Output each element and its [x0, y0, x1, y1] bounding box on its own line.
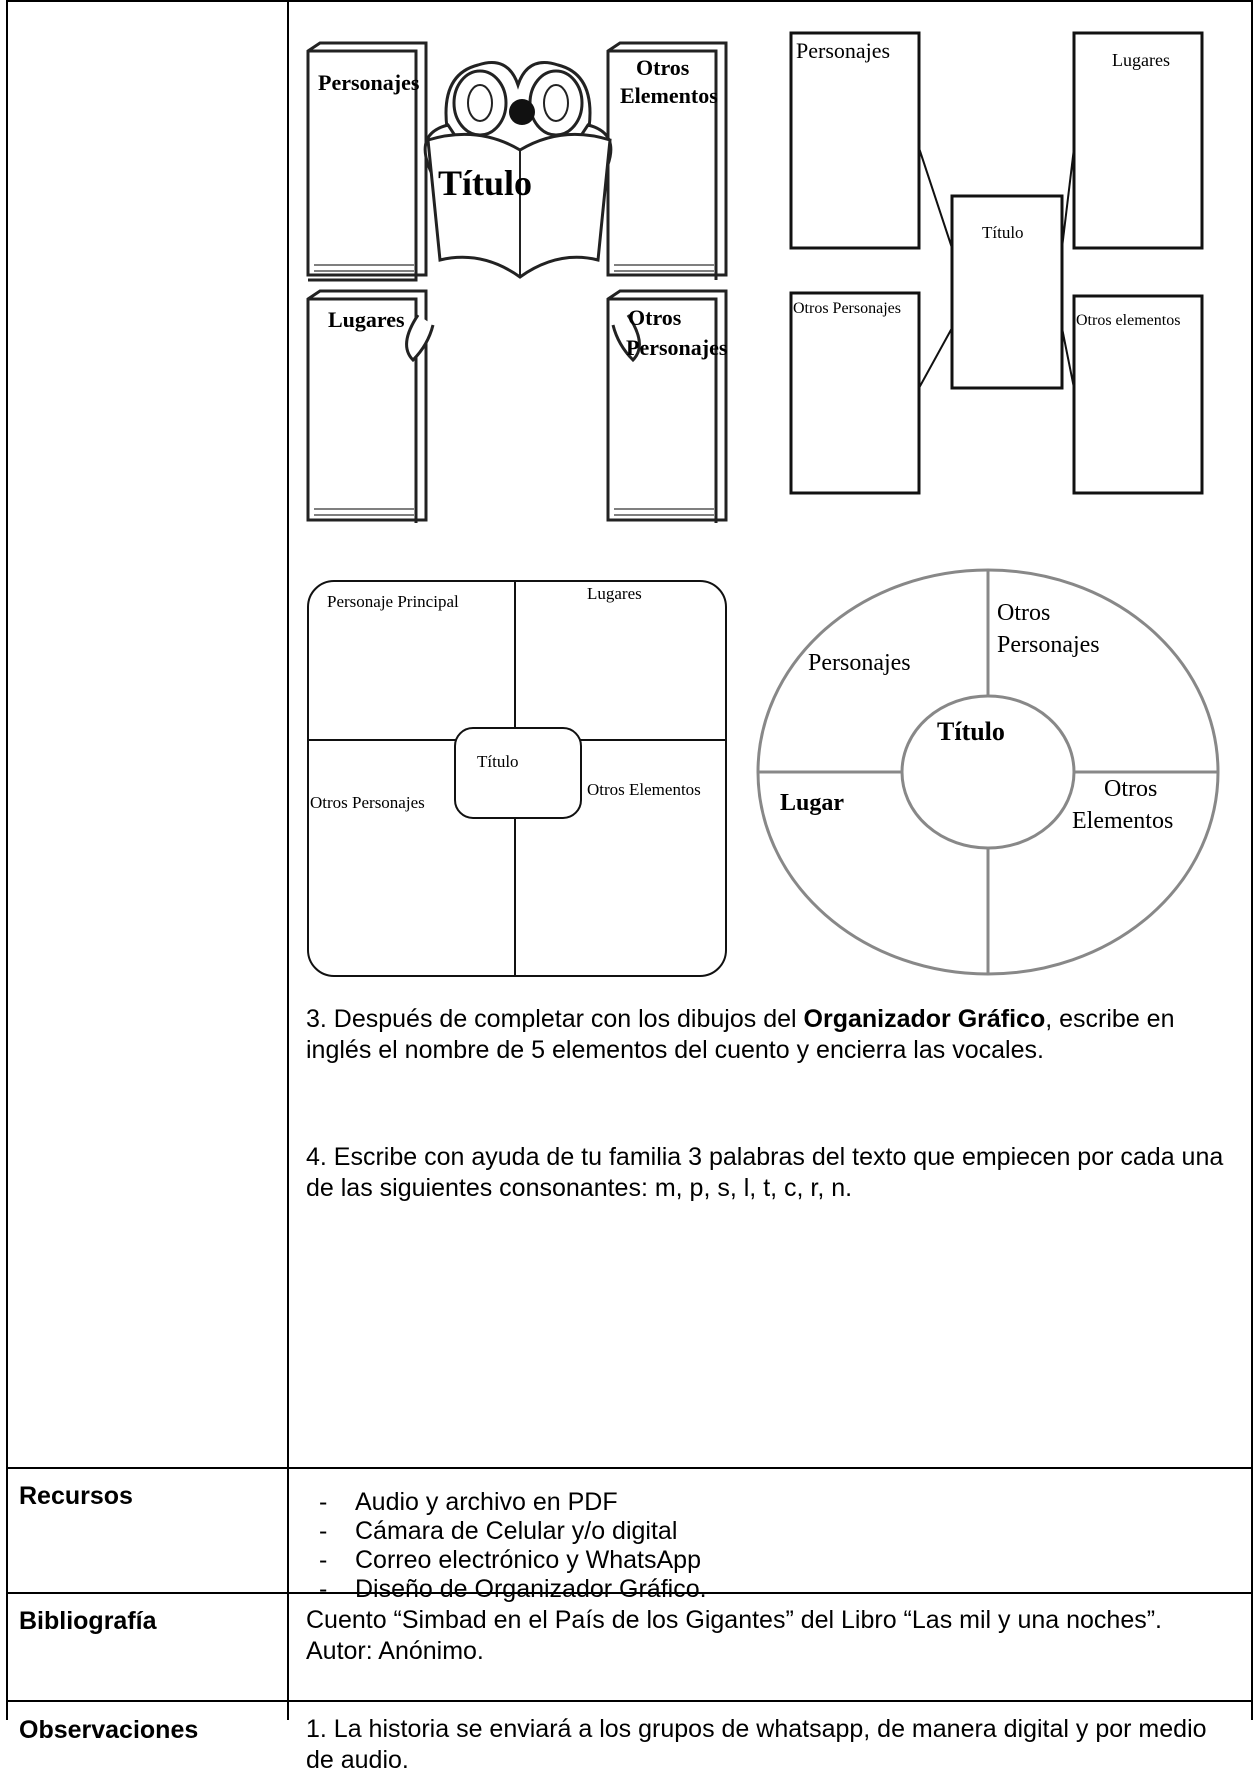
circle-label: Personajes — [808, 650, 911, 676]
row-divider-observaciones — [6, 1700, 1253, 1702]
frog-book-label: Personajes — [318, 70, 420, 95]
observaciones-text-1: 1. La historia se enviará a los grupos d… — [306, 1715, 1207, 1774]
box-label: Otros elementos — [1076, 312, 1180, 329]
quadrant-label: Personaje Principal — [327, 592, 459, 611]
row-divider-recursos — [6, 1467, 1253, 1469]
box-label: Lugares — [1112, 50, 1170, 70]
frog-book-label: Lugares — [328, 307, 405, 332]
circle-label: Elementos — [1072, 808, 1173, 834]
list-item: Diseño de Organizador Gráfico. — [305, 1575, 707, 1604]
list-item: Cámara de Celular y/o digital — [305, 1517, 707, 1546]
quadrant-label: Otros Elementos — [587, 780, 701, 799]
circle-label: Lugar — [780, 790, 844, 816]
activity-3-bold: Organizador Gráfico — [803, 1005, 1046, 1033]
circle-label: Personajes — [997, 632, 1100, 658]
table-border-left — [6, 0, 8, 1720]
frog-book-label: Otros — [636, 55, 690, 80]
quadrant-label: Título — [477, 752, 519, 771]
recursos-label: Recursos — [19, 1482, 133, 1510]
list-item: Correo electrónico y WhatsApp — [305, 1546, 707, 1575]
list-item: Audio y archivo en PDF — [305, 1488, 707, 1517]
frog-book-label: Otros — [628, 305, 682, 330]
frog-book-label: Elementos — [620, 83, 718, 108]
observaciones-label: Observaciones — [19, 1716, 199, 1744]
box-label: Otros Personajes — [793, 300, 901, 317]
table-column-divider — [287, 0, 289, 1720]
table-border-right — [1251, 0, 1253, 1720]
activity-item-4: 4. Escribe con ayuda de tu familia 3 pal… — [306, 1143, 1224, 1202]
frog-book-label: Personajes — [626, 335, 728, 360]
circle-label: Otros — [1104, 776, 1157, 802]
bibliografia-label: Bibliografía — [19, 1607, 157, 1635]
circle-label: Otros — [997, 600, 1050, 626]
quadrant-organizer-diagram: Personaje Principal Lugares Título Otros… — [307, 580, 727, 977]
circle-label: Título — [937, 717, 1005, 746]
circle-organizer-diagram: Otros Personajes Personajes Título Lugar… — [756, 568, 1220, 976]
table-border-top — [6, 0, 1253, 2]
boxes-organizer-diagram: Personajes Lugares Título Otros Personaj… — [789, 31, 1204, 495]
quadrant-label: Otros Personajes — [310, 793, 425, 812]
frog-organizer-diagram: Personajes Otros Elementos Lugares Otros… — [306, 41, 728, 523]
activity-3-prefix: 3. Después de completar con los dibujos … — [306, 1005, 804, 1033]
bibliografia-text: Cuento “Simbad en el País de los Gigante… — [306, 1606, 1163, 1665]
recursos-list: Audio y archivo en PDF Cámara de Celular… — [305, 1488, 707, 1604]
quadrant-label: Lugares — [587, 584, 642, 603]
frog-title-label: Título — [438, 163, 532, 203]
activity-item-3: 3. Después de completar con los dibujos … — [306, 1004, 1226, 1066]
box-label: Título — [982, 223, 1024, 242]
box-label: Personajes — [796, 38, 890, 63]
activity-3-suffix: , escribe en inglés el nombre de 5 eleme… — [306, 1005, 1175, 1064]
